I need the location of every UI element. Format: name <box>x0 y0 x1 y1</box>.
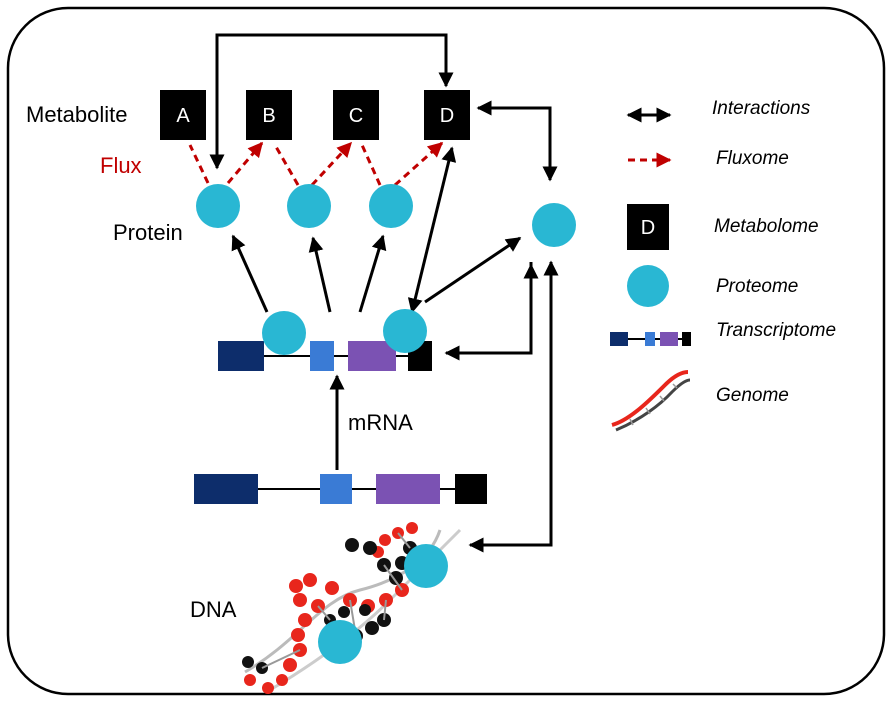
proteins <box>196 184 576 664</box>
legend-proteome: Proteome <box>716 276 798 297</box>
flux-label: Flux <box>100 153 142 178</box>
legend-interactions: Interactions <box>712 98 811 119</box>
metabolite-box-icon <box>627 204 669 250</box>
protein-circle-icon <box>627 265 669 307</box>
dna-label: DNA <box>190 597 237 622</box>
metabolite-label: Metabolite <box>26 102 128 127</box>
metabolite-label-b: B <box>262 105 275 127</box>
protein-8 <box>318 620 362 664</box>
gene-icon <box>610 332 691 346</box>
protein-4 <box>532 203 576 247</box>
metabolite-box-d <box>424 90 470 140</box>
protein-1 <box>196 184 240 228</box>
legend-box-letter: D <box>641 217 655 239</box>
protein-7 <box>404 544 448 588</box>
protein-label: Protein <box>113 220 183 245</box>
protein-6 <box>383 309 427 353</box>
metabolite-label-c: C <box>349 105 363 127</box>
legend-fluxome: Fluxome <box>716 148 789 169</box>
flux-arrows <box>188 141 444 187</box>
metabolite-label-d: D <box>440 105 454 127</box>
protein-3 <box>369 184 413 228</box>
dna-helix-illustration <box>242 522 462 694</box>
legend: D Interactions Fluxome Metabolome Proteo… <box>610 98 836 432</box>
metabolite-box-b <box>246 90 292 140</box>
metabolite-boxes: A B C D <box>160 90 470 140</box>
mrna-label: mRNA <box>348 410 413 435</box>
metabolite-label-a: A <box>176 105 190 127</box>
genomic-gene <box>194 474 487 504</box>
protein-5 <box>262 311 306 355</box>
legend-metabolome: Metabolome <box>714 216 819 237</box>
interaction-arrows <box>209 33 559 553</box>
transcript-gene <box>218 341 432 371</box>
protein-2 <box>287 184 331 228</box>
metabolite-box-a <box>160 90 206 140</box>
legend-transcriptome: Transcriptome <box>716 320 836 341</box>
legend-genome: Genome <box>716 385 789 406</box>
metabolite-box-c <box>333 90 379 140</box>
dna-helix-icon <box>611 370 691 432</box>
